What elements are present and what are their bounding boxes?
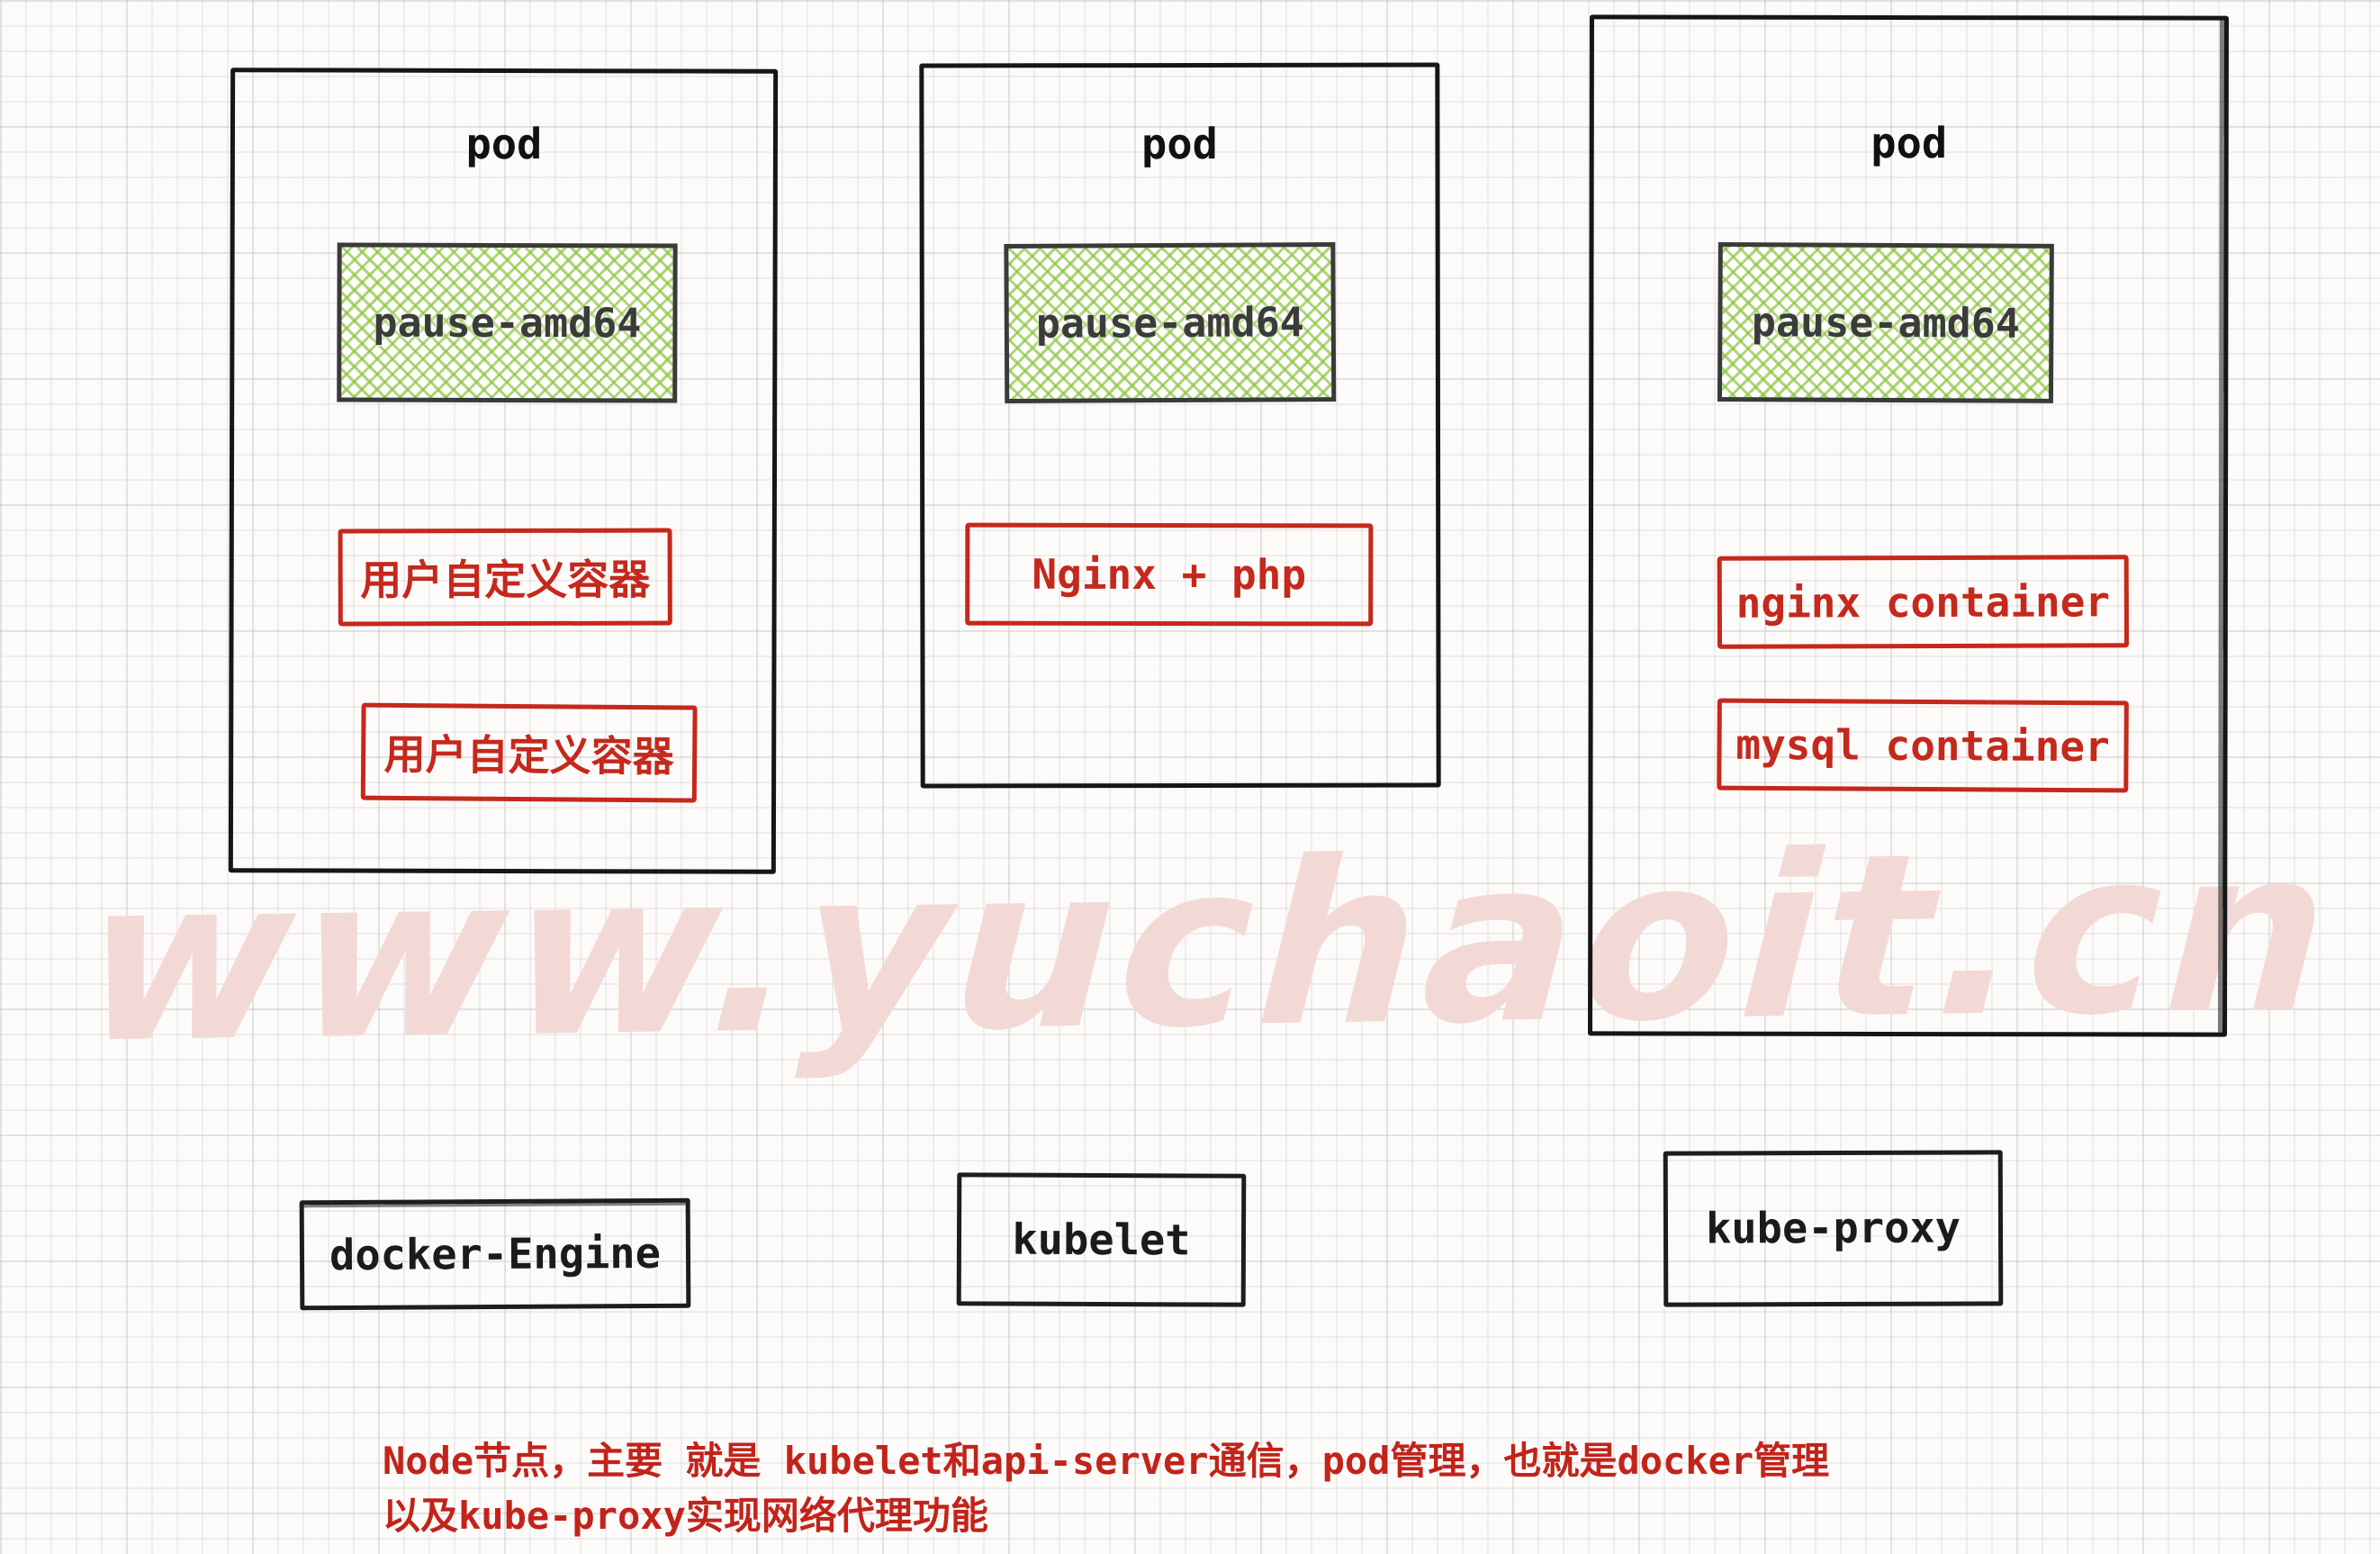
user-container-box-1: 用户自定义容器: [338, 528, 672, 627]
kubelet-label: kubelet: [1012, 1215, 1191, 1265]
pod-title: pod: [1871, 118, 1948, 169]
pod-title: pod: [1140, 119, 1218, 170]
user-container-box-2: 用户自定义容器: [360, 702, 698, 803]
mysql-container-box: mysql container: [1717, 698, 2129, 793]
pause-container-label: pause-amd64: [1751, 298, 2021, 348]
pod-box-2: pod pause-amd64 Nginx + php: [919, 62, 1441, 789]
kube-proxy-label: kube-proxy: [1705, 1203, 1961, 1254]
pause-container-box: pause-amd64: [337, 242, 678, 403]
user-container-label-1: 用户自定义容器: [360, 555, 651, 605]
user-container-label-2: 用户自定义容器: [383, 729, 674, 782]
nginx-container-box: nginx container: [1717, 555, 2130, 649]
docker-engine-box: docker-Engine: [299, 1197, 691, 1311]
pause-container-box: pause-amd64: [1717, 241, 2054, 403]
nginx-php-container-box: Nginx + php: [965, 522, 1374, 627]
pod-box-1: pod pause-amd64 用户自定义容器 用户自定义容器: [228, 68, 779, 874]
nginx-container-label: nginx container: [1735, 576, 2111, 628]
pod-box-3: pod pause-amd64 nginx container mysql co…: [1588, 14, 2229, 1037]
docker-engine-label: docker-Engine: [329, 1228, 662, 1280]
pause-container-box: pause-amd64: [1004, 242, 1337, 403]
nginx-php-container-label: Nginx + php: [1032, 549, 1307, 600]
note-line-2: 以及kube-proxy实现网络代理功能: [383, 1493, 988, 1538]
kube-proxy-box: kube-proxy: [1663, 1150, 2004, 1307]
pod-title: pod: [465, 119, 543, 170]
pause-container-label: pause-amd64: [1035, 298, 1304, 348]
note-line-1: Node节点，主要 就是 kubelet和api-server通信，pod管理，…: [383, 1439, 1830, 1483]
pause-container-label: pause-amd64: [373, 298, 642, 348]
node-description-note: Node节点，主要 就是 kubelet和api-server通信，pod管理，…: [383, 1434, 1829, 1544]
kubelet-box: kubelet: [956, 1172, 1247, 1307]
mysql-container-label: mysql container: [1735, 719, 2110, 772]
